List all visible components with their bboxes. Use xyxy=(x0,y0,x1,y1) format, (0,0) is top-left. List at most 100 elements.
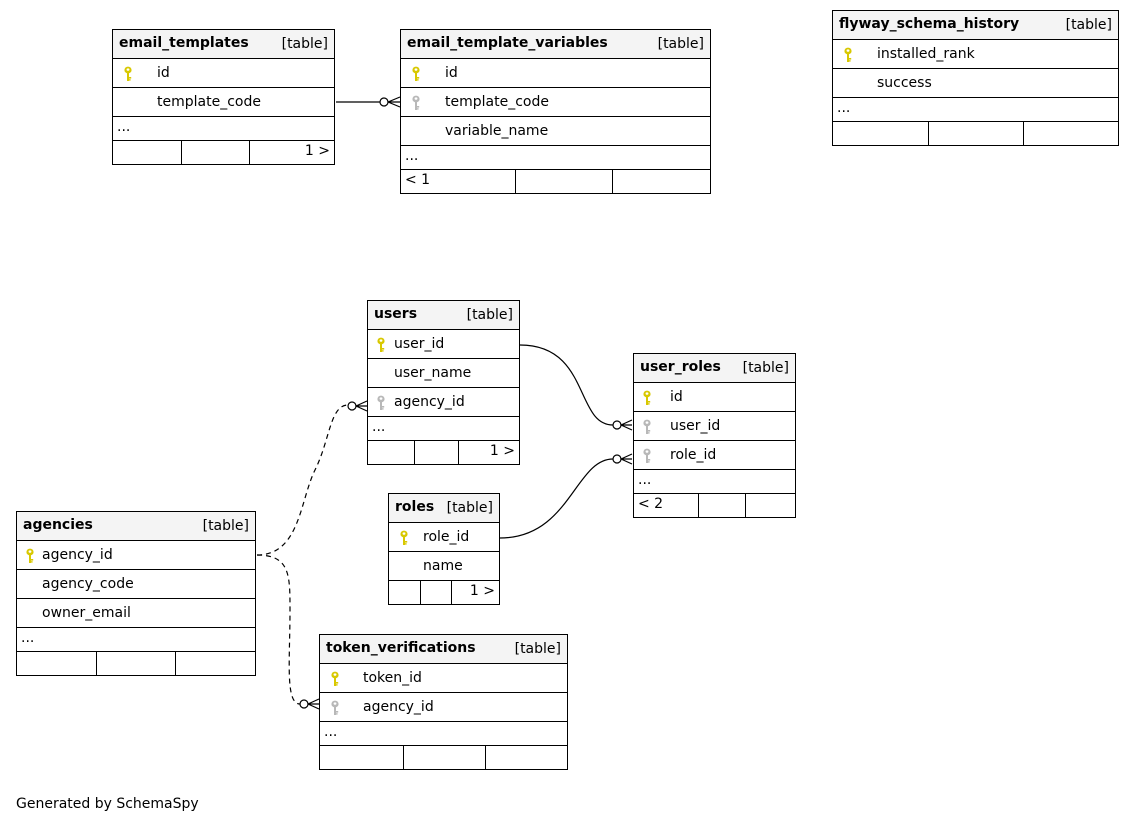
column-name: variable_name xyxy=(445,123,549,139)
column-name: agency_id xyxy=(394,394,465,410)
column-row-user-id[interactable]: user_id xyxy=(634,412,795,441)
table-name: token_verifications xyxy=(326,640,476,656)
column-row-name[interactable]: name xyxy=(389,552,499,581)
table-footer: < 2 xyxy=(634,494,795,517)
foreign-key-icon xyxy=(411,95,423,111)
column-row-agency-code[interactable]: agency_code xyxy=(17,570,255,599)
relationship-agencies-users xyxy=(256,400,368,556)
primary-key-icon xyxy=(399,530,411,546)
column-name: token_id xyxy=(363,670,422,686)
foreign-key-icon xyxy=(376,395,388,411)
relationship-users-user-roles xyxy=(519,344,633,431)
column-row-user-id[interactable]: user_id xyxy=(368,330,519,359)
column-name: installed_rank xyxy=(877,46,975,62)
column-name: success xyxy=(877,75,932,91)
related-tables-count[interactable]: 1 > xyxy=(304,143,330,159)
column-row-template-code[interactable]: template_code xyxy=(113,88,334,117)
table-type-label: [table] xyxy=(281,36,328,52)
more-columns-row: ... xyxy=(401,146,710,170)
column-row-success[interactable]: success xyxy=(833,69,1118,98)
footer-divider xyxy=(458,441,459,464)
primary-key-icon xyxy=(843,47,855,63)
foreign-key-icon xyxy=(642,419,654,435)
table-type-label: [table] xyxy=(742,360,789,376)
table-flyway-schema-history[interactable]: flyway_schema_history [table] installed_… xyxy=(832,10,1119,146)
table-header: email_template_variables [table] xyxy=(401,30,710,59)
table-header: users [table] xyxy=(368,301,519,330)
column-row-agency-id[interactable]: agency_id xyxy=(320,693,567,722)
column-row-role-id[interactable]: role_id xyxy=(634,441,795,470)
column-name: id xyxy=(445,65,458,81)
table-footer xyxy=(320,746,567,769)
table-email-template-variables[interactable]: email_template_variables [table] id templ… xyxy=(400,29,711,194)
footer-divider xyxy=(612,170,613,193)
footer-divider xyxy=(96,652,97,675)
column-row-template-code[interactable]: template_code xyxy=(401,88,710,117)
column-row-id[interactable]: id xyxy=(113,59,334,88)
footer-divider xyxy=(181,141,182,164)
table-header: agencies [table] xyxy=(17,512,255,541)
more-columns-row: ... xyxy=(634,470,795,494)
table-type-label: [table] xyxy=(202,518,249,534)
table-header: token_verifications [table] xyxy=(320,635,567,664)
column-row-variable-name[interactable]: variable_name xyxy=(401,117,710,146)
relationship-agencies-token-verifications xyxy=(256,554,320,710)
related-tables-count[interactable]: 1 > xyxy=(489,443,515,459)
footer-divider xyxy=(403,746,404,769)
relationship-roles-user-roles xyxy=(499,453,633,539)
table-footer xyxy=(833,122,1118,145)
table-type-label: [table] xyxy=(446,500,493,516)
column-name: name xyxy=(423,558,463,574)
footer-divider xyxy=(414,441,415,464)
column-row-id[interactable]: id xyxy=(401,59,710,88)
column-row-agency-id[interactable]: agency_id xyxy=(368,388,519,417)
column-name: user_id xyxy=(394,336,445,352)
table-name: email_templates xyxy=(119,35,249,51)
related-tables-count[interactable]: < 2 xyxy=(638,496,664,512)
column-name: owner_email xyxy=(42,605,131,621)
column-row-agency-id[interactable]: agency_id xyxy=(17,541,255,570)
column-row-role-id[interactable]: role_id xyxy=(389,523,499,552)
table-name: users xyxy=(374,306,418,322)
more-columns-row: ... xyxy=(833,98,1118,122)
column-name: user_id xyxy=(670,418,721,434)
table-footer xyxy=(17,652,255,675)
table-type-label: [table] xyxy=(1065,17,1112,33)
primary-key-icon xyxy=(330,671,342,687)
primary-key-icon xyxy=(642,390,654,406)
column-name: role_id xyxy=(423,529,470,545)
column-row-token-id[interactable]: token_id xyxy=(320,664,567,693)
primary-key-icon xyxy=(376,337,388,353)
footer-divider xyxy=(1023,122,1024,145)
related-tables-count[interactable]: 1 > xyxy=(469,583,495,599)
relationship-email-templates-variables xyxy=(336,96,401,108)
footer-divider xyxy=(928,122,929,145)
foreign-key-icon xyxy=(330,700,342,716)
column-row-owner-email[interactable]: owner_email xyxy=(17,599,255,628)
footer-divider xyxy=(420,581,421,604)
column-row-id[interactable]: id xyxy=(634,383,795,412)
table-name: agencies xyxy=(23,517,93,533)
table-type-label: [table] xyxy=(657,36,704,52)
table-footer: 1 > xyxy=(368,441,519,464)
table-header: roles [table] xyxy=(389,494,499,523)
primary-key-icon xyxy=(25,548,37,564)
table-header: email_templates [table] xyxy=(113,30,334,59)
table-name: email_template_variables xyxy=(407,35,608,51)
column-name: template_code xyxy=(157,94,261,110)
column-row-installed-rank[interactable]: installed_rank xyxy=(833,40,1118,69)
foreign-key-icon xyxy=(642,448,654,464)
column-name: agency_id xyxy=(42,547,113,563)
generated-by-credit: Generated by SchemaSpy xyxy=(16,796,199,812)
footer-divider xyxy=(745,494,746,517)
related-tables-count[interactable]: < 1 xyxy=(405,172,431,188)
more-columns-row: ... xyxy=(368,417,519,441)
column-row-user-name[interactable]: user_name xyxy=(368,359,519,388)
table-footer: 1 > xyxy=(113,141,334,164)
